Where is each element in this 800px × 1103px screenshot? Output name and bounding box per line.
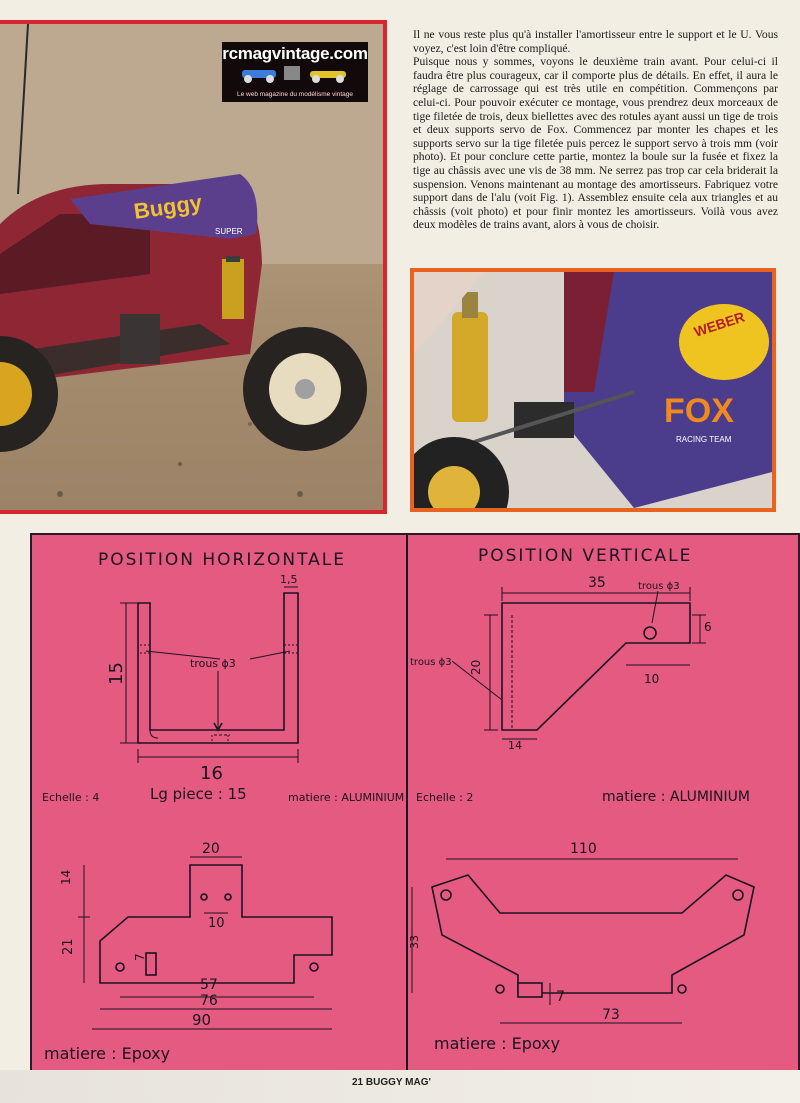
dim-10: 10 <box>644 672 659 686</box>
logo-title: rcmagvintage.com <box>222 44 368 63</box>
holes-top-label: trous ϕ3 <box>638 581 680 592</box>
material-label: matiere : ALUMINIUM <box>288 791 404 804</box>
technical-drawing: POSITION HORIZONTALE 1,5 trous ϕ3 15 16 … <box>32 535 798 1073</box>
dim-21: 21 <box>61 938 76 955</box>
vertical-title: POSITION VERTICALE <box>478 546 692 566</box>
material-label: matiere : ALUMINIUM <box>602 789 750 805</box>
article-paragraph: Puisque nous y sommes, voyons le deuxièm… <box>413 55 778 232</box>
material-label: matiere : Epoxy <box>434 1034 560 1053</box>
page-footer <box>0 1070 800 1103</box>
dim-57: 57 <box>200 977 218 993</box>
length-label: Lg piece : 15 <box>150 785 247 803</box>
dim-20: 20 <box>202 841 220 857</box>
article-paragraph: Il ne vous reste plus qu'à installer l'a… <box>413 28 778 55</box>
dim-90: 90 <box>192 1011 211 1029</box>
material-label: matiere : Epoxy <box>44 1044 170 1063</box>
logo-subtitle: Le web magazine du modélisme vintage <box>237 91 353 98</box>
dim-73: 73 <box>602 1007 620 1023</box>
dim-14: 14 <box>508 739 522 752</box>
technical-drawing-panel: POSITION HORIZONTALE 1,5 trous ϕ3 15 16 … <box>30 533 800 1075</box>
dim-width: 16 <box>200 763 223 784</box>
dim-10: 10 <box>208 916 225 931</box>
dim-76: 76 <box>200 993 218 1009</box>
dim-7: 7 <box>556 989 565 1005</box>
dim-height: 15 <box>106 662 127 685</box>
scale-label: Echelle : 2 <box>416 791 473 804</box>
wing-decal: SUPER <box>215 227 243 236</box>
dim-20: 20 <box>469 660 483 675</box>
site-logo[interactable]: rcmagvintage.com Le web magazine du modé… <box>222 42 368 102</box>
dim-7: 7 <box>133 953 147 961</box>
fox-subtitle: RACING TEAM <box>676 435 732 444</box>
fox-decal: FOX <box>664 392 734 430</box>
dim-6: 6 <box>704 620 712 634</box>
holes-left-label: trous ϕ3 <box>410 657 452 668</box>
suspension-illustration: WEBER FOX RACING TEAM <box>414 272 772 508</box>
dim-33: 33 <box>408 935 421 949</box>
holes-label: trous ϕ3 <box>190 657 236 670</box>
scale-label: Echelle : 4 <box>42 791 99 804</box>
article-text: Il ne vous reste plus qu'à installer l'a… <box>413 28 778 232</box>
dim-110: 110 <box>570 841 597 857</box>
dim-14: 14 <box>59 870 73 885</box>
suspension-photo: WEBER FOX RACING TEAM <box>410 268 776 512</box>
page-number: 21 BUGGY MAG' <box>352 1077 431 1088</box>
dim-35: 35 <box>588 575 606 591</box>
dim-thickness: 1,5 <box>280 573 298 586</box>
horizontal-title: POSITION HORIZONTALE <box>98 550 346 570</box>
logo-cars-icon <box>242 66 346 83</box>
buggy-photo: Buggy SUPER <box>0 20 387 514</box>
